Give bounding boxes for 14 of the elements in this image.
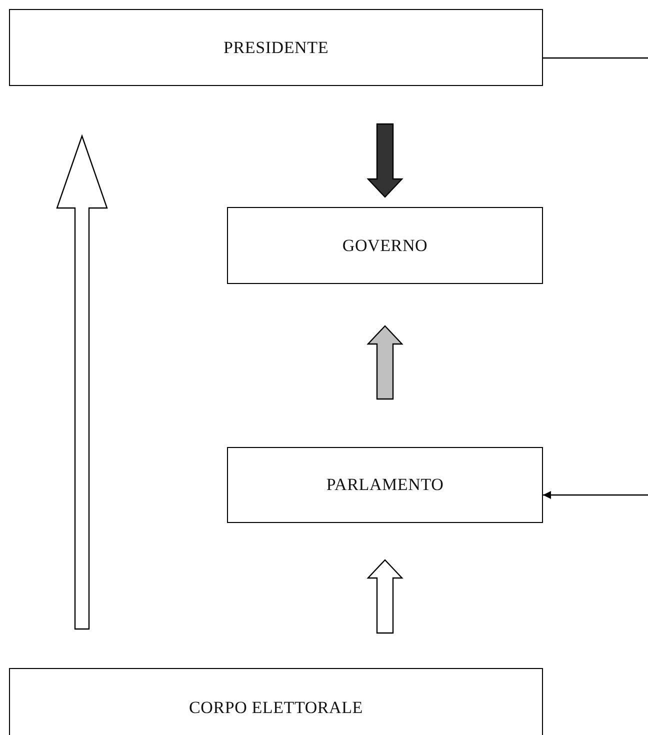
box (9, 9, 543, 86)
box-label: PARLAMENTO (326, 475, 444, 495)
box (227, 447, 543, 523)
block-arrow (366, 123, 404, 198)
box-label: GOVERNO (342, 236, 428, 256)
box (227, 207, 543, 284)
block-arrow (366, 325, 404, 400)
connector-line (543, 57, 648, 59)
box (9, 668, 543, 735)
block-arrow (366, 559, 404, 634)
box-label: PRESIDENTE (224, 38, 328, 58)
block-arrow (56, 134, 108, 630)
box-label: CORPO ELETTORALE (188, 698, 363, 718)
connector-line (543, 491, 648, 499)
